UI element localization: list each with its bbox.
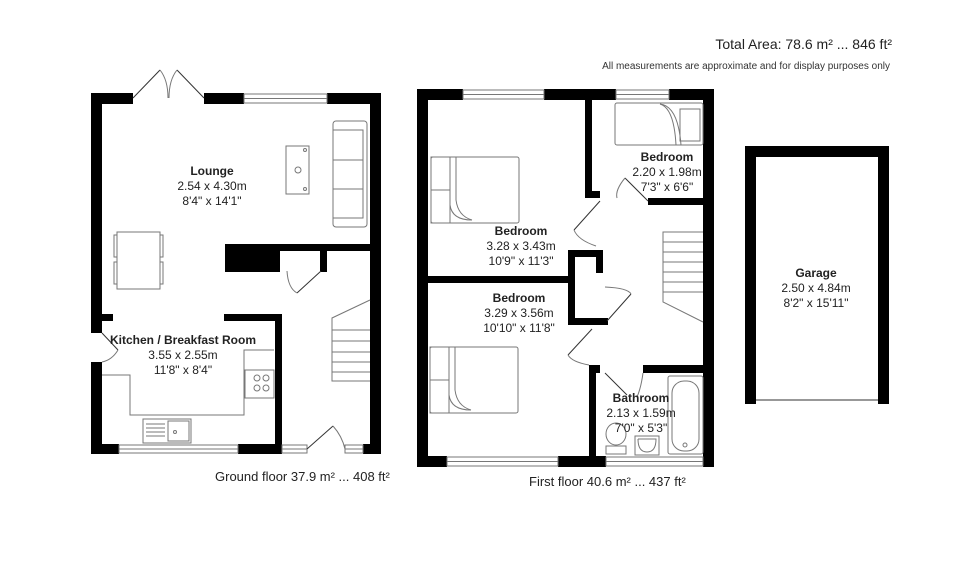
- first-floor-plan: [417, 89, 714, 467]
- room-metric: 2.50 x 4.84m: [781, 281, 851, 295]
- room-label-bedroom-2: Bedroom 2.20 x 1.98m 7'3" x 6'6": [632, 150, 701, 195]
- room-metric: 3.29 x 3.56m: [484, 306, 554, 320]
- total-area: Total Area: 78.6 m² ... 846 ft²: [715, 36, 892, 52]
- room-imperial: 10'10" x 11'8": [483, 321, 555, 335]
- room-label-kitchen: Kitchen / Breakfast Room 3.55 x 2.55m 11…: [110, 333, 256, 378]
- garage-plan: [745, 146, 889, 404]
- room-imperial: 10'9" x 11'3": [488, 254, 554, 268]
- room-label-bathroom: Bathroom 2.13 x 1.59m 7'0" x 5'3": [606, 391, 675, 436]
- room-imperial: 7'3" x 6'6": [640, 180, 694, 194]
- first-floor-fixtures: [429, 89, 704, 467]
- room-imperial: 8'4" x 14'1": [182, 194, 242, 208]
- room-name: Bathroom: [612, 391, 670, 405]
- room-label-lounge: Lounge 2.54 x 4.30m 8'4" x 14'1": [177, 164, 246, 209]
- room-label-bedroom-1: Bedroom 3.28 x 3.43m 10'9" x 11'3": [486, 224, 555, 269]
- room-metric: 3.55 x 2.55m: [148, 348, 218, 362]
- room-imperial: 7'0" x 5'3": [614, 421, 668, 435]
- room-name: Garage: [795, 266, 837, 280]
- room-metric: 2.54 x 4.30m: [177, 179, 247, 193]
- ground-floor-plan: [91, 93, 381, 454]
- room-name: Kitchen / Breakfast Room: [109, 333, 257, 347]
- room-name: Bedroom: [492, 291, 546, 305]
- room-imperial: 11'8" x 8'4": [153, 363, 213, 377]
- room-imperial: 8'2" x 15'11": [783, 296, 849, 310]
- room-metric: 3.28 x 3.43m: [486, 239, 556, 253]
- room-name: Lounge: [190, 164, 234, 178]
- room-name: Bedroom: [640, 150, 694, 164]
- room-name: Bedroom: [494, 224, 548, 238]
- room-label-garage: Garage 2.50 x 4.84m 8'2" x 15'11": [781, 266, 850, 311]
- room-label-bedroom-3: Bedroom 3.29 x 3.56m 10'10" x 11'8": [483, 291, 555, 336]
- room-metric: 2.20 x 1.98m: [632, 165, 702, 179]
- ground-floor-fixtures: [101, 69, 371, 454]
- ground-floor-caption: Ground floor 37.9 m² ... 408 ft²: [215, 469, 390, 484]
- disclaimer: All measurements are approximate and for…: [602, 61, 890, 72]
- first-floor-caption: First floor 40.6 m² ... 437 ft²: [529, 474, 686, 489]
- room-metric: 2.13 x 1.59m: [606, 406, 676, 420]
